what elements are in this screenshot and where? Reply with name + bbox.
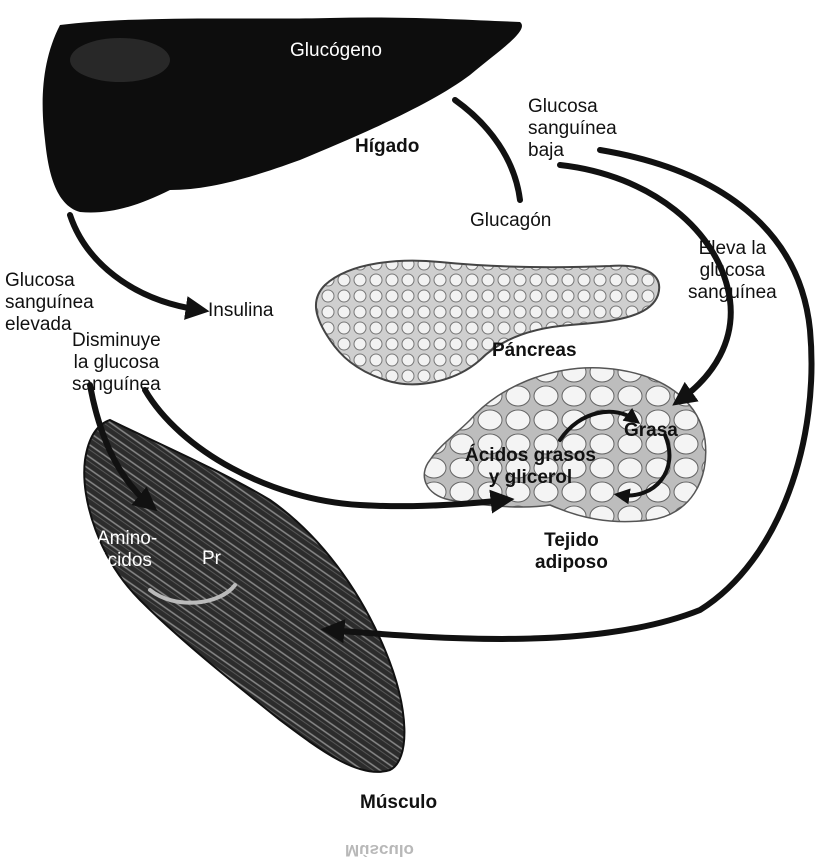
glucagon-label: Glucagón xyxy=(470,210,551,232)
low-glucose-label: Glucosa sanguínea baja xyxy=(528,96,617,162)
adipose-label: Tejido adiposo xyxy=(535,530,608,574)
mirrored-muscle-caption: Músculo xyxy=(345,840,414,860)
liver-label: Hígado xyxy=(355,136,419,158)
lowers-glucose-label: Disminuye la glucosa sanguínea xyxy=(72,330,161,396)
pancreas-shape xyxy=(316,261,659,385)
insulin-label: Insulina xyxy=(208,300,274,322)
fatty-acids-label: Ácidos grasos y glicerol xyxy=(465,445,596,489)
fat-label: Grasa xyxy=(624,420,678,442)
arrow-liver-to-glucagon xyxy=(455,100,520,200)
pancreas-label: Páncreas xyxy=(492,340,577,362)
amino-acids-label: Amino- ácidos xyxy=(97,528,157,572)
protein-label: Pr xyxy=(202,548,221,570)
glycogen-label: Glucógeno xyxy=(290,40,382,62)
high-glucose-label: Glucosa sanguínea elevada xyxy=(5,270,94,336)
muscle-label: Músculo xyxy=(360,792,437,814)
liver-highlight xyxy=(70,38,170,82)
raises-glucose-label: Eleva la glucosa sanguínea xyxy=(688,238,777,304)
